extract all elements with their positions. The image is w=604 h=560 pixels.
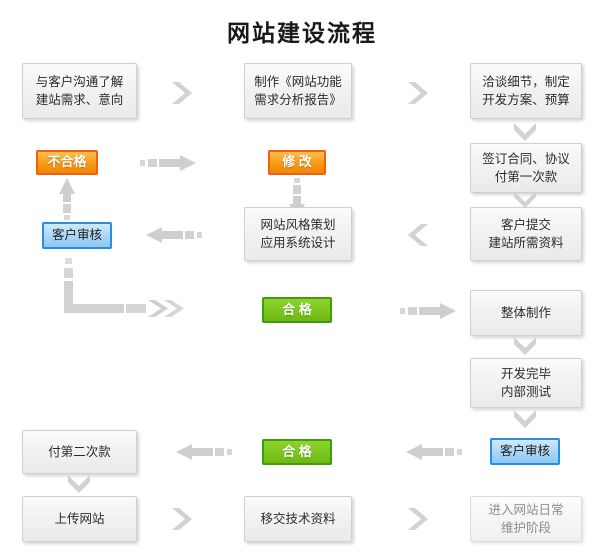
connector-n3-to-n4-chevron-down-icon — [512, 120, 538, 144]
node-upload-website[interactable]: 上传网站 — [22, 496, 137, 542]
connector-n7-to-n5-dashed-arrow-up-icon — [59, 178, 75, 220]
connector-n2-to-n3-chevron-right-icon — [404, 80, 432, 106]
node-decision-fail-1[interactable]: 不合格 — [36, 150, 98, 175]
connector-n8-to-n7-dashed-arrow-left-icon — [140, 227, 202, 243]
connector-n17-to-n18-chevron-right-icon — [404, 506, 432, 532]
node-requirement-report[interactable]: 制作《网站功能 需求分析报告》 — [244, 63, 352, 119]
node-decision-modify[interactable]: 修 改 — [268, 150, 326, 175]
connector-n4-to-n9-chevron-down-icon — [512, 190, 538, 210]
node-client-communication[interactable]: 与客户沟通了解 建站需求、意向 — [22, 63, 137, 119]
node-client-review-1[interactable]: 客户审核 — [42, 222, 112, 249]
connector-n10-to-n11-dashed-arrow-right-icon — [400, 303, 462, 319]
node-style-planning-system-design[interactable]: 网站风格策划 应用系统设计 — [244, 207, 352, 261]
node-development-complete-internal-test[interactable]: 开发完毕 内部测试 — [470, 358, 582, 408]
node-second-payment[interactable]: 付第二次款 — [22, 430, 137, 474]
node-enter-daily-maintenance[interactable]: 进入网站日常 维护阶段 — [470, 496, 582, 542]
page-title: 网站建设流程 — [227, 20, 377, 46]
node-client-review-2[interactable]: 客户审核 — [490, 438, 560, 465]
node-client-submit-materials[interactable]: 客户提交 建站所需资料 — [470, 207, 582, 261]
connector-n15-to-n16-chevron-down-icon — [66, 474, 92, 496]
connector-n14-to-n15-dashed-arrow-left-icon — [170, 444, 232, 460]
connector-n11-to-n12-chevron-down-icon — [512, 336, 538, 358]
node-handover-technical-materials[interactable]: 移交技术资料 — [244, 496, 352, 542]
connector-n5-to-n6-dashed-arrow-right-icon — [140, 155, 202, 171]
connector-n13-to-n14-dashed-arrow-left-icon — [400, 444, 462, 460]
node-sign-contract-first-payment[interactable]: 签订合同、协议 付第一次款 — [470, 143, 582, 193]
node-decision-pass-2[interactable]: 合 格 — [262, 439, 332, 465]
node-overall-production[interactable]: 整体制作 — [470, 290, 582, 336]
connector-n9-to-n8-chevron-left-icon — [404, 222, 432, 248]
node-decision-pass-1[interactable]: 合 格 — [262, 297, 332, 323]
node-negotiate-plan-budget[interactable]: 洽谈细节，制定 开发方案、预算 — [470, 63, 582, 119]
connector-n12-to-n13-chevron-down-icon — [512, 408, 538, 432]
connector-n16-to-n17-chevron-right-icon — [168, 506, 196, 532]
connector-n1-to-n2-chevron-right-icon — [168, 80, 196, 106]
